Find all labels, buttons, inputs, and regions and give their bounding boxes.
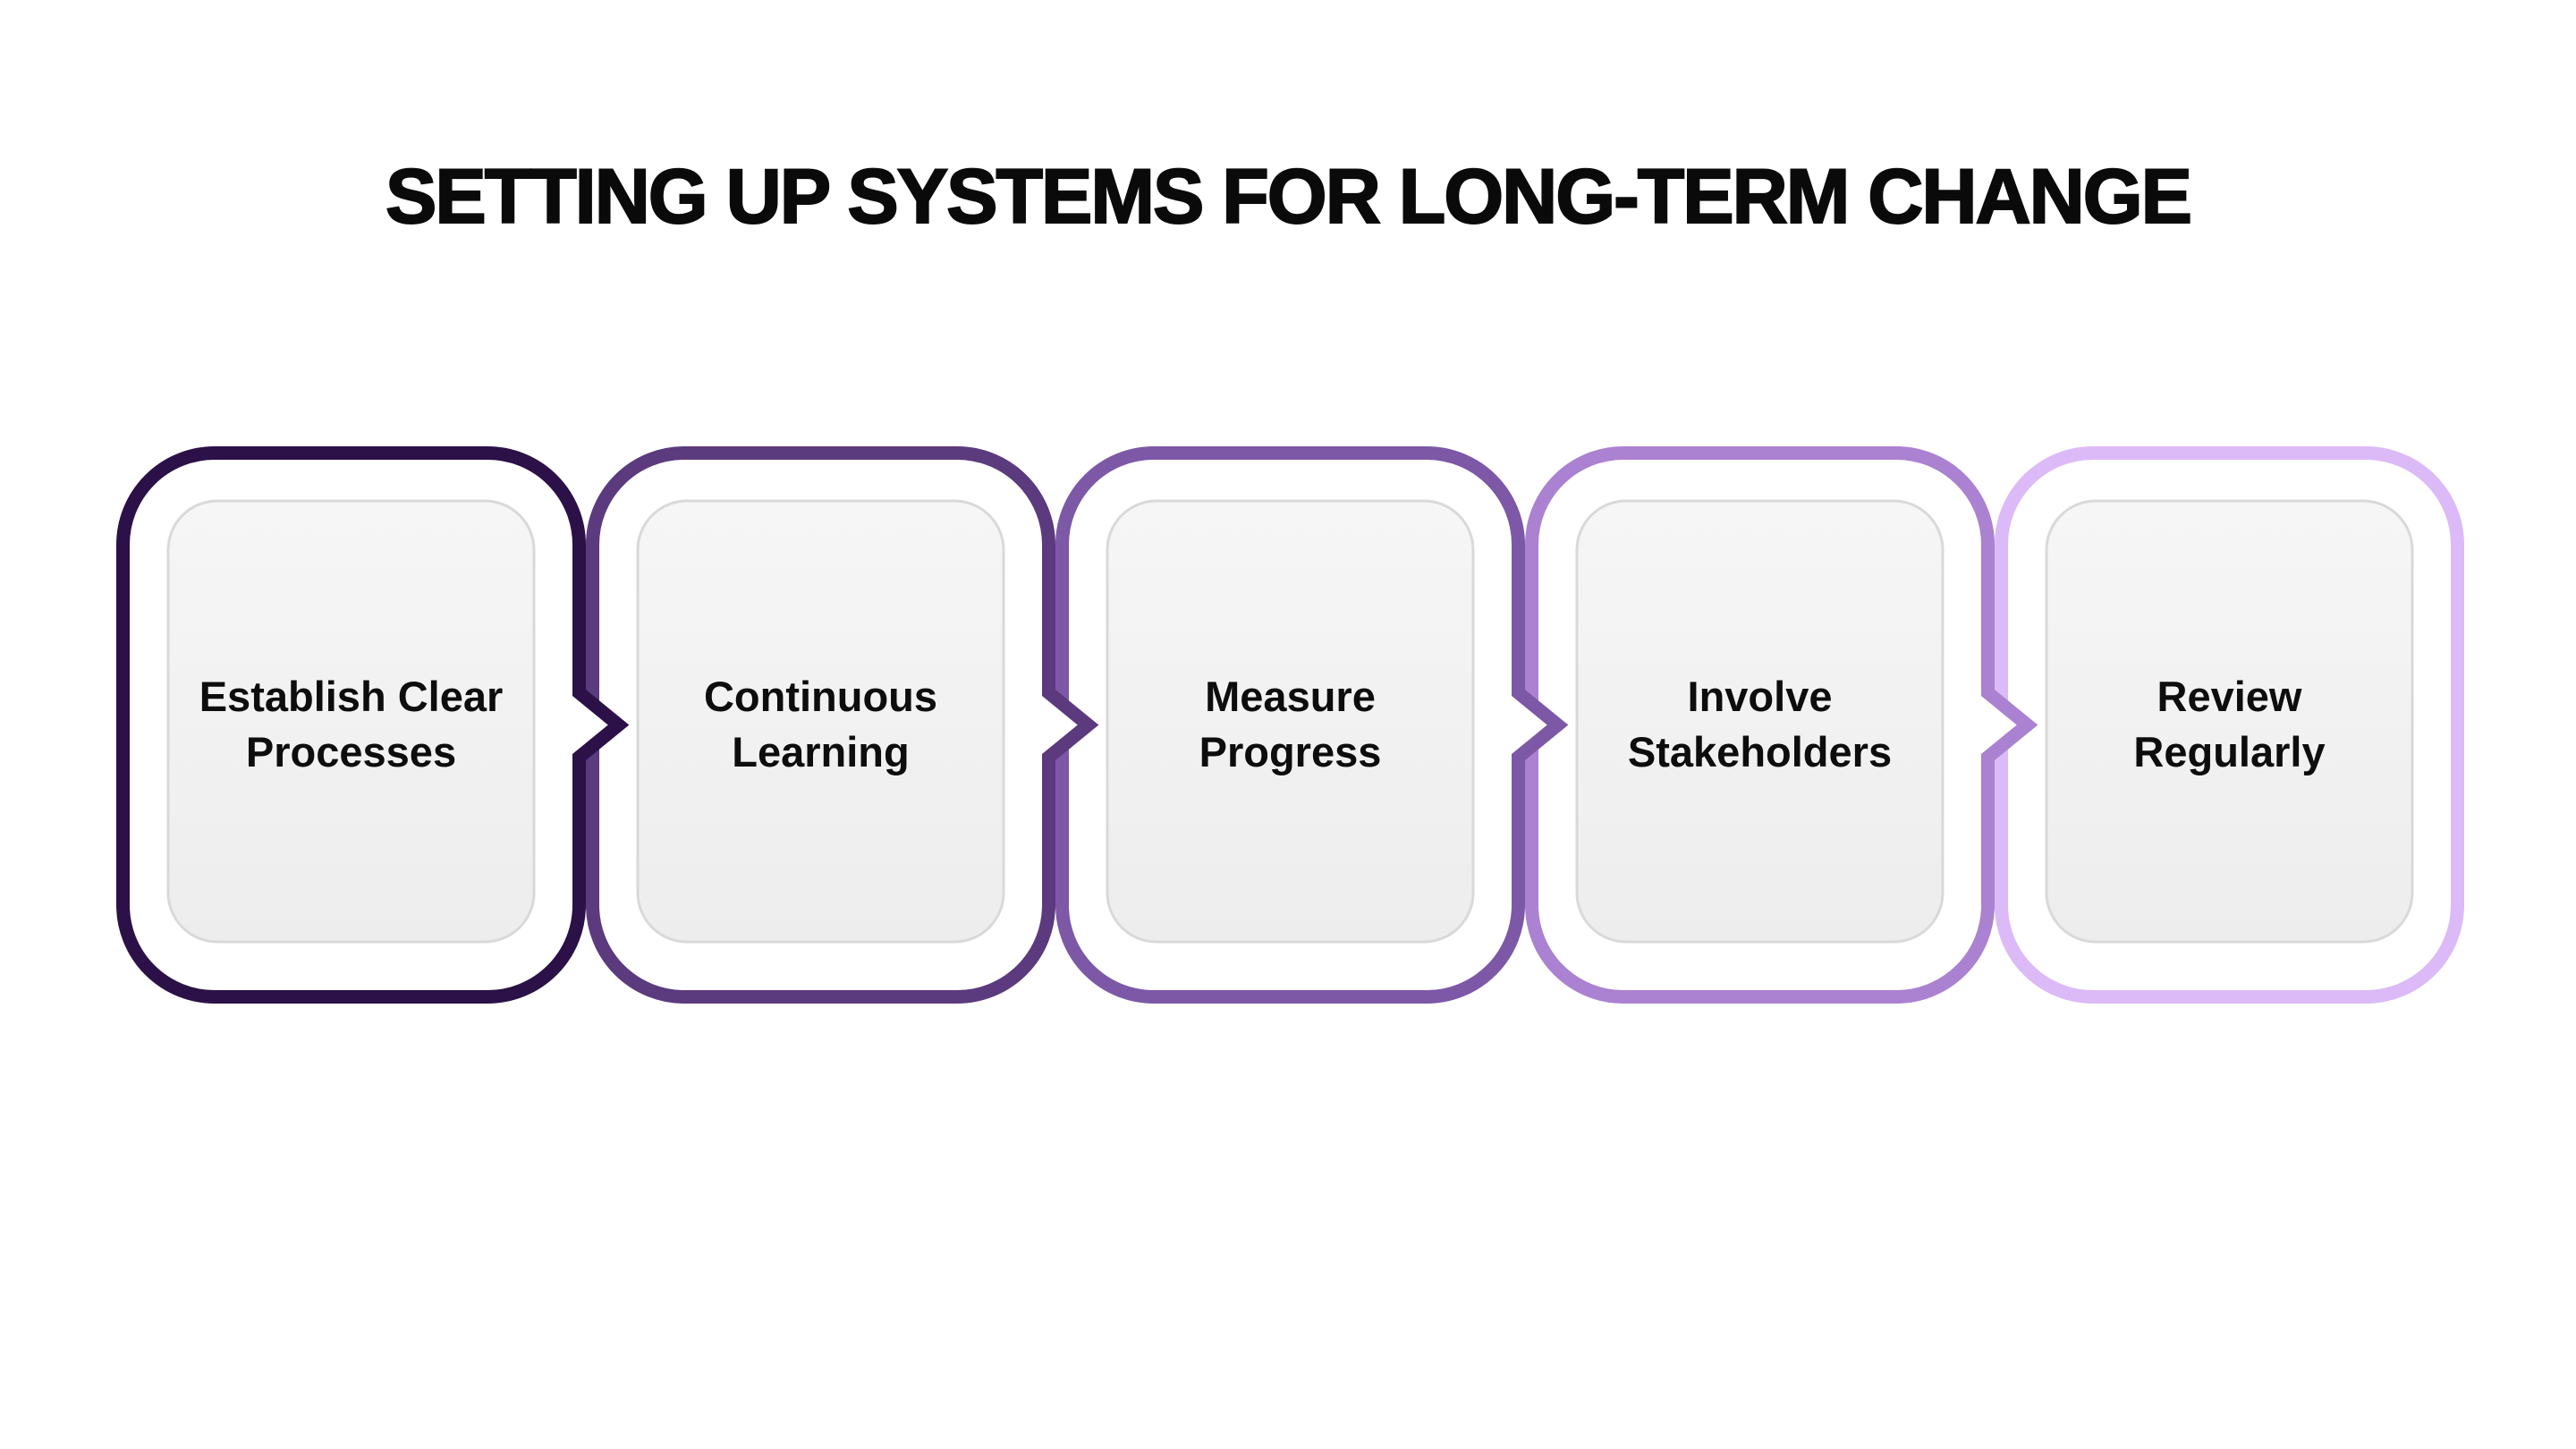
step-label-line1: Review (2157, 673, 2302, 720)
step-inner-panel (1575, 499, 1945, 944)
step-label-line2: Processes (246, 728, 456, 775)
step-label-line1: Involve (1688, 673, 1833, 720)
step-label-line2: Learning (732, 728, 909, 775)
step-label-line2: Stakeholders (1628, 728, 1892, 775)
step-inner-panel (2045, 499, 2414, 944)
step-inner-panel (1106, 499, 1475, 944)
step-label-line2: Regularly (2133, 728, 2325, 775)
step-label-line2: Progress (1199, 728, 1382, 775)
step-label-line1: Establish Clear (199, 673, 504, 720)
step-label-line1: Continuous (704, 673, 937, 720)
step-label-line1: Measure (1205, 673, 1376, 720)
step-inner-panel (166, 499, 536, 944)
page-title: SETTING UP SYSTEMS FOR LONG-TERM CHANGE (385, 153, 2193, 241)
step-inner-panel (636, 499, 1005, 944)
